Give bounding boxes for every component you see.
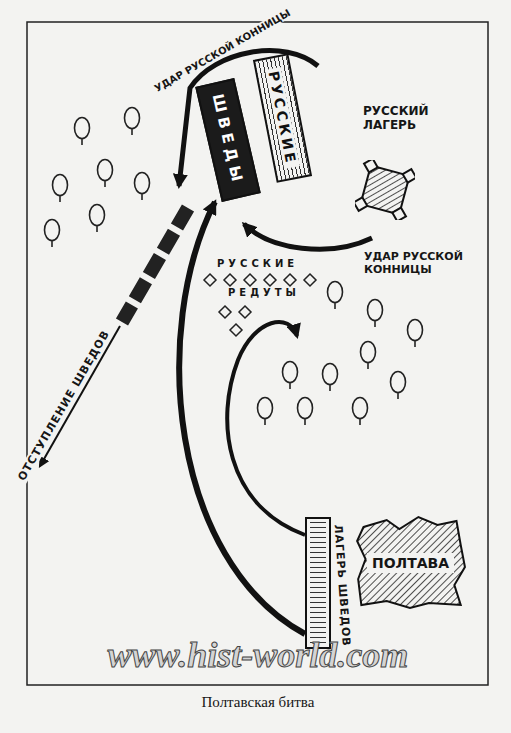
russian-camp: РУССКИЙ ЛАГЕРЬ [355,160,415,220]
advance-arrow [179,202,305,634]
tree-crown [75,118,90,139]
redoubt-symbol [264,274,276,286]
city-shape: ПОЛТАВА [355,515,466,610]
city-polygon [357,517,465,608]
tree-crown [353,398,368,419]
tree-crown [258,398,273,419]
cavalry-label: УДАР РУССКОЙ КОННИЦЫ [362,250,471,276]
retreat-columns [122,208,188,322]
cavalry-arrow [244,224,372,249]
map-caption: Полтавская битва [202,694,315,711]
tree-crown [391,372,406,393]
tree-crown [53,175,68,196]
redoubt-label: РУССКИЕ [215,258,300,269]
tree-crown [135,173,150,194]
redoubt-symbol [230,324,242,336]
redoubt-symbol [204,274,216,286]
tree-crown [125,108,140,129]
army-label: ШВЕДЫ [209,92,248,188]
redoubt-symbol [244,274,256,286]
swedish-army-bar: ШВЕДЫ [195,78,261,202]
tree-crown [45,220,60,241]
army-label: РУССКИЕ [264,67,299,170]
tree-crown [98,160,113,181]
camp-bastion [355,197,367,211]
camp-bastion [392,208,406,220]
redoubt-symbol [239,306,251,318]
tree-crown [90,205,105,226]
camp-bastion [403,169,415,183]
retreat-arrow [40,326,120,466]
city-label: ПОЛТАВА [367,553,454,573]
camp-label: ЛАГЕРЬ ШВЕДОВ [331,523,353,646]
redoubt-symbol [219,306,231,318]
redoubt-symbol [224,274,236,286]
tree-crown [283,362,298,383]
camp-square [361,166,410,215]
tree-crown [298,398,313,419]
redoubts [204,274,316,336]
tree-crown [361,342,376,363]
retreat-label: ОТСТУПЛЕНИЕ ШВЕДОВ [14,326,113,485]
redoubt-symbol [304,274,316,286]
camp-label: РУССКИЙ ЛАГЕРЬ [363,104,448,132]
camp-outline [355,160,415,220]
swedish-advance-arrow [227,322,305,535]
tree-crown [323,364,338,385]
swedish-camp: ЛАГЕРЬ ШВЕДОВ [305,517,331,649]
tree-crown [328,282,343,303]
redoubt-symbol [284,274,296,286]
camp-group [355,160,415,220]
tree-crown [368,300,383,321]
tree-crown [408,320,423,341]
camp-bastion [364,160,378,172]
redoubt-label: РЕДУТЫ [226,287,302,298]
russian-army-bar: РУССКИЕ [252,53,311,183]
watermark: www.hist-world.com [108,634,409,676]
